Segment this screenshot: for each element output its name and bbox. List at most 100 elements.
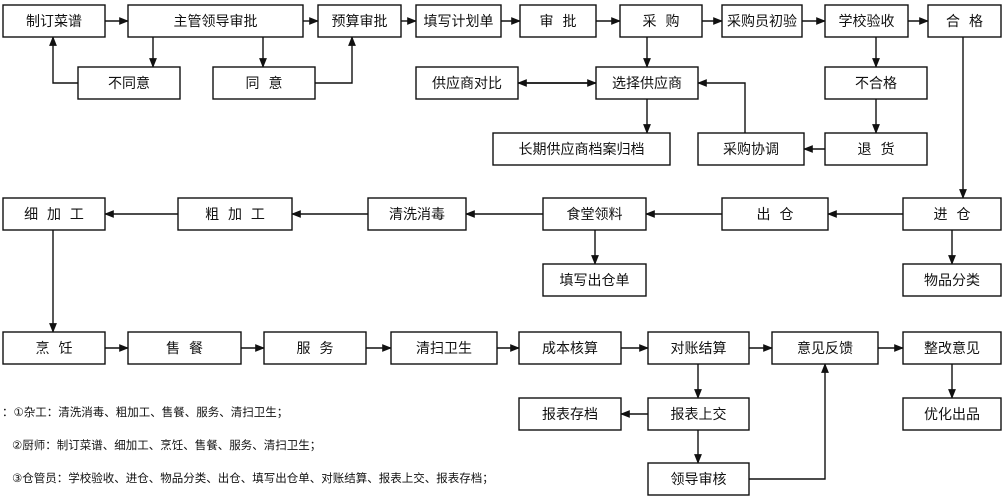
node-service: 服 务 — [263, 331, 367, 365]
node-box — [902, 331, 1002, 365]
node-box — [263, 331, 367, 365]
node-box — [317, 4, 402, 38]
node-label: 采购员初验 — [727, 13, 797, 30]
node-box — [77, 66, 181, 100]
node-box — [2, 197, 106, 231]
node-label: 预算审批 — [332, 14, 388, 30]
node-box — [697, 132, 805, 166]
node-label: 学校验收 — [839, 13, 895, 30]
node-label: 不合格 — [855, 76, 897, 92]
node-cleaning: 清扫卫生 — [390, 331, 498, 365]
node-box — [519, 4, 597, 38]
flow-connectors — [49, 17, 967, 480]
node-label: 采购协调 — [723, 142, 779, 158]
node-return-goods: 退 货 — [824, 132, 928, 166]
node-box — [518, 397, 622, 431]
node-label: 退 货 — [858, 141, 895, 158]
node-label: 报表存档 — [542, 407, 598, 423]
node-review: 审 批 — [519, 4, 597, 38]
node-supplier-archive: 长期供应商档案归档 — [492, 132, 671, 166]
node-box — [415, 66, 519, 100]
note-line-1: ：①杂工：清洗消毒、粗加工、售餐、服务、清扫卫生； — [2, 405, 289, 419]
node-cost-accounting: 成本核算 — [518, 331, 622, 365]
node-label: 同 意 — [246, 75, 283, 92]
node-box — [927, 4, 1002, 38]
note-line-3: ③仓管员：学校验收、进仓、物品分类、出仓、填写出仓单、对账结算、报表上交、报表存… — [12, 471, 494, 485]
node-box — [2, 4, 106, 38]
arrow-connector — [49, 36, 78, 84]
node-fill-out-form: 填写出仓单 — [542, 263, 647, 297]
node-label: 细 加 工 — [24, 207, 84, 223]
node-choose-supplier: 选择供应商 — [595, 66, 699, 100]
node-label: 清扫卫生 — [416, 341, 472, 357]
node-label: 主管领导审批 — [174, 14, 258, 30]
node-box — [647, 462, 750, 496]
node-label: 合 格 — [946, 14, 983, 30]
node-disagree: 不同意 — [77, 66, 181, 100]
node-label: 进 仓 — [934, 207, 971, 223]
node-label: 成本核算 — [542, 341, 598, 357]
node-box — [542, 197, 647, 231]
node-agree: 同 意 — [212, 66, 316, 100]
node-box — [542, 263, 647, 297]
node-box — [824, 132, 928, 166]
arrow-connector — [315, 36, 356, 84]
node-box — [367, 197, 467, 231]
node-label: 对账结算 — [671, 341, 727, 357]
node-budget-approval: 预算审批 — [317, 4, 402, 38]
node-out-warehouse: 出 仓 — [721, 197, 829, 231]
node-label: 意见反馈 — [797, 340, 853, 357]
node-box — [415, 4, 502, 38]
node-classify: 物品分类 — [902, 263, 1002, 297]
node-unqualified: 不合格 — [824, 66, 928, 100]
node-box — [647, 397, 750, 431]
node-cook: 烹 饪 — [2, 331, 106, 365]
node-label: 审 批 — [540, 14, 577, 30]
node-label: 供应商对比 — [432, 75, 502, 92]
node-box — [721, 197, 829, 231]
node-leader-review: 领导审核 — [647, 462, 750, 496]
node-label: 选择供应商 — [612, 75, 682, 92]
node-label: 填写计划单 — [424, 14, 494, 30]
node-box — [2, 331, 106, 365]
node-box — [595, 66, 699, 100]
flow-nodes: 制订菜谱 主管领导审批 预算审批 填写计划单 审 批 采 购 采购员初验 学校验收 合 格不同意… — [2, 4, 1002, 496]
node-label: 不同意 — [108, 75, 150, 92]
node-box — [127, 4, 304, 38]
node-label: 采 购 — [643, 14, 680, 30]
node-box — [647, 331, 750, 365]
node-label: 制订菜谱 — [26, 14, 82, 30]
node-buyer-inspect: 采购员初验 — [721, 4, 803, 38]
node-box — [390, 331, 498, 365]
node-label: 烹 饪 — [36, 340, 73, 357]
node-qualified: 合 格 — [927, 4, 1002, 38]
node-label: 长期供应商档案归档 — [519, 141, 645, 158]
node-box — [902, 397, 1002, 431]
node-label: 填写出仓单 — [560, 273, 630, 289]
node-report-submit: 报表上交 — [647, 397, 750, 431]
node-label: 物品分类 — [924, 273, 980, 289]
node-label: 优化出品 — [924, 407, 980, 423]
node-reconcile: 对账结算 — [647, 331, 750, 365]
node-box — [824, 66, 928, 100]
node-school-inspect: 学校验收 — [824, 4, 909, 38]
node-fine-process: 细 加 工 — [2, 197, 106, 231]
node-in-warehouse: 进 仓 — [902, 197, 1002, 231]
arrow-connector — [697, 79, 746, 133]
node-box — [212, 66, 316, 100]
node-menu: 制订菜谱 — [2, 4, 106, 38]
node-label: 服 务 — [297, 341, 334, 357]
node-label: 报表上交 — [671, 406, 727, 423]
node-clean-disinfect: 清洗消毒 — [367, 197, 467, 231]
node-report-archive: 报表存档 — [518, 397, 622, 431]
node-sell: 售 餐 — [127, 331, 242, 365]
node-label: 出 仓 — [757, 207, 794, 223]
node-label: 清洗消毒 — [389, 207, 445, 223]
node-purchase-coord: 采购协调 — [697, 132, 805, 166]
node-canteen-collect: 食堂领料 — [542, 197, 647, 231]
node-supplier-compare: 供应商对比 — [415, 66, 519, 100]
node-box — [177, 197, 293, 231]
node-supervisor-approval: 主管领导审批 — [127, 4, 304, 38]
node-optimize: 优化出品 — [902, 397, 1002, 431]
